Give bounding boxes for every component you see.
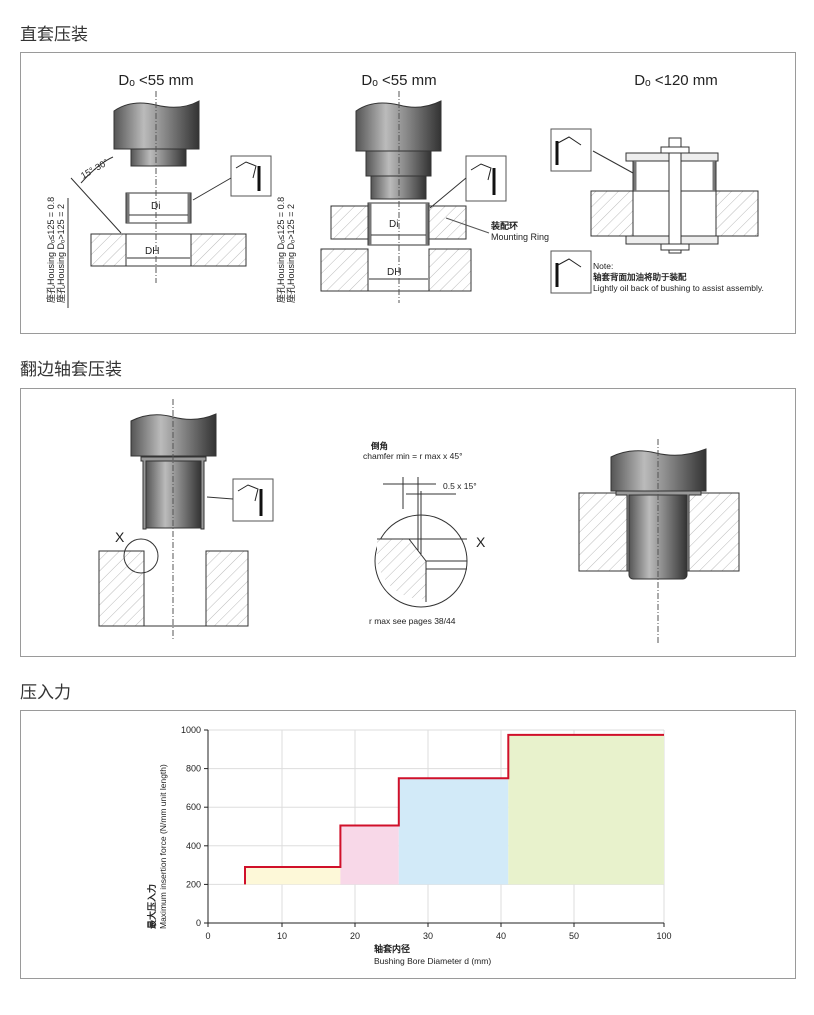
y-axis-label: Maximum insertion force (N/mm unit lengt… bbox=[158, 764, 168, 929]
note-label: Note: bbox=[593, 261, 613, 271]
housing bbox=[90, 233, 247, 267]
surface-symbol-icon bbox=[550, 128, 592, 172]
surface-symbol-icon bbox=[465, 155, 507, 202]
straight-bushing-panel: Dₒ <55 mm Di DH 15°-30° 座孔Housing Dₒ≤125… bbox=[20, 52, 796, 334]
rmax-note: r max see pages 38/44 bbox=[369, 616, 456, 626]
chamfer-angle-label: 0.5 x 15° bbox=[443, 481, 477, 491]
x-tick-label: 100 bbox=[656, 931, 671, 941]
flanged-bushing-panel: X 倒角 chamfer min = r max x 45° 0.5 x 15°… bbox=[20, 388, 796, 657]
chamfer-angle: 15°-30° bbox=[79, 157, 111, 181]
detail-x-label: X bbox=[476, 534, 486, 550]
flanged-bushing-diagrams: X 倒角 chamfer min = r max x 45° 0.5 x 15°… bbox=[98, 399, 740, 644]
di-label: Di bbox=[389, 219, 398, 230]
detail-x-marker bbox=[123, 538, 159, 574]
x-tick-label: 30 bbox=[423, 931, 433, 941]
y-tick-label: 400 bbox=[186, 841, 201, 851]
surface-symbol-icon bbox=[550, 250, 592, 294]
x-tick-label: 40 bbox=[496, 931, 506, 941]
section-title-straight: 直套压装 bbox=[20, 25, 88, 44]
chamfer-label-cn: 倒角 bbox=[370, 441, 388, 451]
mounting-ring-label-en: Mounting Ring bbox=[491, 232, 549, 242]
surface-symbol-icon bbox=[232, 478, 274, 522]
note-cn: 轴套背面加油将助于装配 bbox=[593, 272, 687, 282]
y-tick-label: 1000 bbox=[181, 725, 201, 735]
x-axis-label-cn: 轴套内径 bbox=[374, 943, 410, 954]
chamfer-label-en: chamfer min = r max x 45° bbox=[363, 451, 463, 461]
force-band bbox=[340, 825, 399, 885]
y-tick-label: 800 bbox=[186, 764, 201, 774]
y-tick-label: 200 bbox=[186, 879, 201, 889]
section-title-flanged: 翻边轴套压装 bbox=[20, 360, 122, 379]
dh-label: DH bbox=[387, 267, 401, 278]
housing bbox=[578, 492, 740, 572]
y-axis-label-cn: 最大压入力 bbox=[146, 884, 157, 929]
y-tick-label: 0 bbox=[196, 918, 201, 928]
dh-label: DH bbox=[145, 246, 159, 257]
bolt bbox=[668, 137, 682, 254]
x-axis-label: Bushing Bore Diameter d (mm) bbox=[374, 956, 491, 966]
note-en: Lightly oil back of bushing to assist as… bbox=[593, 283, 764, 293]
y-tick-label: 600 bbox=[186, 802, 201, 812]
x-tick-label: 20 bbox=[350, 931, 360, 941]
mounting-ring bbox=[330, 205, 467, 240]
housing-tolerance-large: 座孔Housing Dₒ>125 = 2 bbox=[285, 204, 296, 303]
housing-tolerance-small: 座孔Housing Dₒ≤125 = 0.8 bbox=[275, 197, 286, 303]
x-tick-label: 50 bbox=[569, 931, 579, 941]
housing-tolerance-large: 座孔Housing Dₒ>125 = 2 bbox=[55, 204, 66, 303]
bushing bbox=[125, 192, 192, 224]
x-tick-label: 0 bbox=[205, 931, 210, 941]
force-band bbox=[398, 778, 509, 885]
mounting-ring-label-cn: 装配环 bbox=[490, 220, 518, 231]
diagram1-title: Dₒ <55 mm bbox=[118, 72, 193, 89]
force-step-line bbox=[244, 733, 664, 885]
housing bbox=[590, 190, 759, 237]
force-band bbox=[508, 734, 664, 885]
housing bbox=[320, 248, 472, 292]
diagram2-title: Dₒ <55 mm bbox=[361, 72, 436, 89]
flanged-bushing bbox=[140, 456, 207, 530]
diagram3-title: Dₒ <120 mm bbox=[634, 72, 718, 89]
housing-tolerance-small: 座孔Housing Dₒ≤125 = 0.8 bbox=[45, 197, 56, 303]
flanged-bushing bbox=[615, 490, 702, 572]
detail-x-label: X bbox=[115, 529, 125, 545]
surface-symbol-icon bbox=[230, 155, 272, 197]
straight-bushing-diagrams: Dₒ <55 mm Di DH 15°-30° 座孔Housing Dₒ≤125… bbox=[45, 72, 764, 308]
force-band bbox=[245, 867, 341, 885]
housing bbox=[98, 550, 249, 627]
section-title-force: 压入力 bbox=[20, 683, 71, 702]
x-tick-label: 10 bbox=[277, 931, 287, 941]
